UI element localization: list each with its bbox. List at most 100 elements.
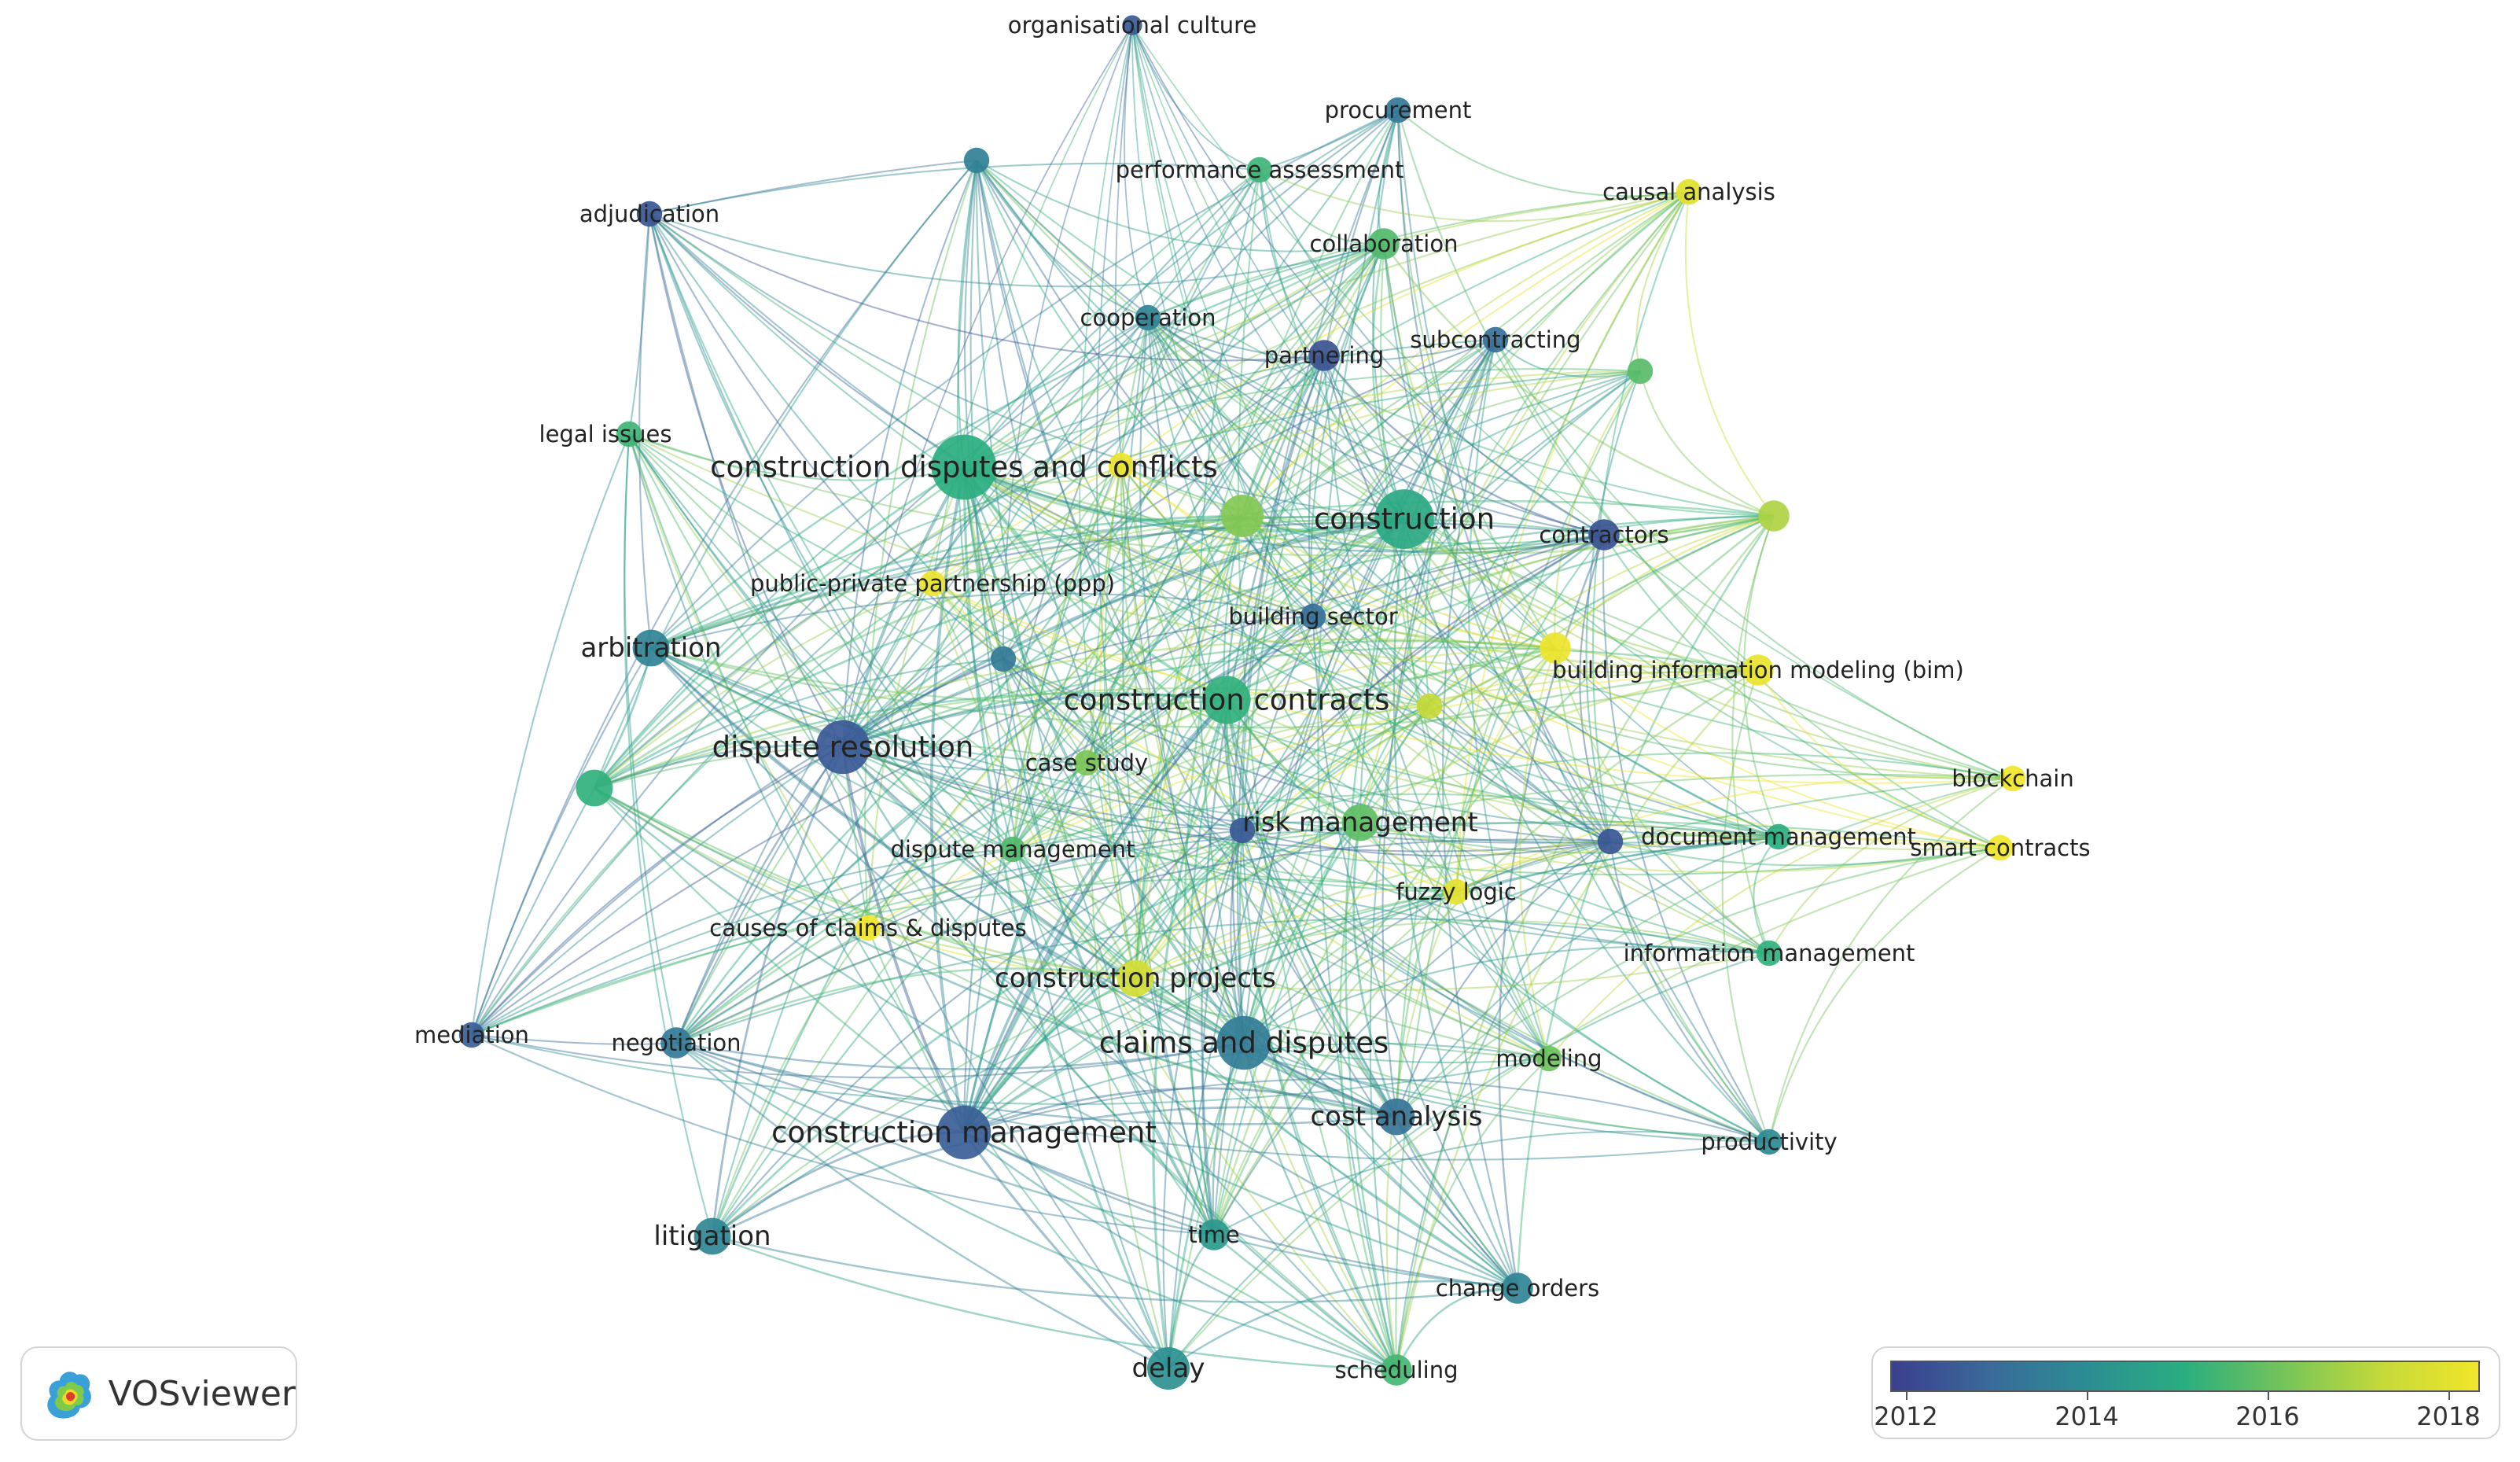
node-causal-analysis[interactable] bbox=[1676, 179, 1702, 205]
node-building-sector[interactable] bbox=[1300, 603, 1326, 630]
label-subcontracting[interactable]: subcontracting bbox=[1410, 326, 1580, 353]
link-subcontracting-cost_analysis bbox=[1381, 339, 1496, 1118]
node-risk-management[interactable] bbox=[1341, 804, 1379, 841]
link-unlabeled_9-change_orders bbox=[594, 787, 1518, 1290]
node-construction[interactable] bbox=[1374, 489, 1434, 549]
node-cooperation[interactable] bbox=[1135, 304, 1161, 331]
label-risk-management[interactable]: risk management bbox=[1242, 807, 1477, 838]
node-legal-issues[interactable] bbox=[616, 421, 642, 447]
node-collaboration[interactable] bbox=[1368, 228, 1400, 260]
node-productivity[interactable] bbox=[1756, 1129, 1782, 1155]
label-construction[interactable]: construction bbox=[1314, 503, 1495, 536]
node-unlabeled-6[interactable] bbox=[990, 646, 1017, 672]
node-unlabeled-1[interactable] bbox=[963, 147, 990, 174]
label-building-information-modeling[interactable]: building information modeling (bim) bbox=[1552, 657, 1964, 683]
node-cost-analysis[interactable] bbox=[1378, 1098, 1415, 1136]
node-partnering[interactable] bbox=[1308, 340, 1340, 371]
label-claims-and-disputes[interactable]: claims and disputes bbox=[1099, 1026, 1389, 1060]
node-unlabeled-9[interactable] bbox=[576, 769, 613, 807]
label-smart-contracts[interactable]: smart contracts bbox=[1910, 834, 2090, 861]
node-information-management[interactable] bbox=[1756, 940, 1782, 967]
node-public-private-partnership[interactable] bbox=[919, 570, 946, 597]
node-causes-of-claims[interactable] bbox=[855, 915, 881, 941]
label-construction-disputes-and-conflicts[interactable]: construction disputes and conflicts bbox=[710, 451, 1218, 484]
label-information-management[interactable]: information management bbox=[1624, 940, 1915, 967]
node-time[interactable] bbox=[1198, 1219, 1230, 1250]
node-change-orders[interactable] bbox=[1502, 1272, 1533, 1304]
label-cooperation[interactable]: cooperation bbox=[1080, 304, 1216, 331]
label-organisational-culture[interactable]: organisational culture bbox=[1008, 12, 1257, 39]
label-change-orders[interactable]: change orders bbox=[1436, 1275, 1599, 1302]
node-construction-projects[interactable] bbox=[1117, 959, 1154, 997]
link-adjudication-document_management bbox=[649, 213, 1779, 838]
label-performance-assessment[interactable]: performance assessment bbox=[1116, 157, 1404, 183]
label-public-private-partnership[interactable]: public-private partnership (ppp) bbox=[750, 570, 1115, 597]
node-construction-management[interactable] bbox=[936, 1105, 991, 1160]
label-case-study[interactable]: case study bbox=[1025, 749, 1148, 776]
label-blockchain[interactable]: blockchain bbox=[1952, 765, 2073, 792]
node-contractors[interactable] bbox=[1588, 519, 1620, 551]
label-scheduling[interactable]: scheduling bbox=[1335, 1357, 1459, 1383]
label-dispute-management[interactable]: dispute management bbox=[890, 836, 1135, 863]
label-procurement[interactable]: procurement bbox=[1325, 97, 1472, 123]
node-performance-assessment[interactable] bbox=[1246, 157, 1273, 183]
node-litigation[interactable] bbox=[693, 1217, 731, 1255]
node-case-study[interactable] bbox=[1073, 749, 1100, 776]
label-building-sector[interactable]: building sector bbox=[1228, 603, 1397, 630]
node-unlabeled-3[interactable] bbox=[1108, 452, 1135, 479]
node-blockchain[interactable] bbox=[1999, 765, 2026, 792]
node-claims-and-disputes[interactable] bbox=[1216, 1015, 1271, 1070]
node-dispute-resolution[interactable] bbox=[815, 720, 870, 775]
node-fuzzy-logic[interactable] bbox=[1443, 878, 1470, 905]
label-negotiation[interactable]: negotiation bbox=[611, 1029, 741, 1056]
label-construction-projects[interactable]: construction projects bbox=[995, 963, 1276, 994]
node-unlabeled-11[interactable] bbox=[1597, 828, 1624, 855]
node-document-management[interactable] bbox=[1765, 823, 1792, 850]
node-smart-contracts[interactable] bbox=[1987, 834, 2014, 861]
node-building-information-modeling[interactable] bbox=[1742, 654, 1774, 686]
label-causes-of-claims[interactable]: causes of claims & disputes bbox=[709, 915, 1026, 941]
label-construction-contracts[interactable]: construction contracts bbox=[1064, 683, 1390, 717]
node-unlabeled-10[interactable] bbox=[1229, 817, 1256, 844]
node-delay[interactable] bbox=[1147, 1347, 1190, 1390]
label-document-management[interactable]: document management bbox=[1641, 823, 1916, 850]
label-delay[interactable]: delay bbox=[1132, 1353, 1205, 1384]
label-mediation[interactable]: mediation bbox=[414, 1022, 529, 1048]
node-modeling[interactable] bbox=[1536, 1045, 1562, 1072]
label-legal-issues[interactable]: legal issues bbox=[539, 421, 672, 447]
label-modeling[interactable]: modeling bbox=[1495, 1045, 1602, 1072]
node-organisational-culture[interactable] bbox=[1122, 15, 1142, 35]
node-unlabeled-7[interactable] bbox=[1540, 632, 1571, 664]
label-adjudication[interactable]: adjudication bbox=[579, 201, 719, 227]
label-cost-analysis[interactable]: cost analysis bbox=[1310, 1101, 1482, 1132]
node-construction-disputes-and-conflicts[interactable] bbox=[931, 434, 997, 500]
node-negotiation[interactable] bbox=[660, 1027, 692, 1059]
label-causal-analysis[interactable]: causal analysis bbox=[1602, 179, 1775, 205]
node-construction-contracts[interactable] bbox=[1202, 676, 1251, 724]
node-adjudication[interactable] bbox=[636, 201, 663, 227]
label-productivity[interactable]: productivity bbox=[1701, 1129, 1837, 1155]
label-litigation[interactable]: litigation bbox=[653, 1221, 771, 1252]
link-procurement-claims_and_disputes bbox=[1236, 109, 1399, 1044]
node-procurement[interactable] bbox=[1385, 97, 1411, 123]
link-performance_assessment-collaboration bbox=[1259, 169, 1385, 245]
label-partnering[interactable]: partnering bbox=[1264, 342, 1384, 369]
label-contractors[interactable]: contractors bbox=[1539, 521, 1668, 548]
node-scheduling[interactable] bbox=[1381, 1354, 1412, 1386]
vosviewer-logo[interactable]: VOSviewer bbox=[20, 1346, 297, 1441]
label-arbitration[interactable]: arbitration bbox=[580, 632, 721, 664]
node-unlabeled-8[interactable] bbox=[1416, 693, 1443, 720]
node-unlabeled-2[interactable] bbox=[1627, 358, 1654, 385]
node-subcontracting[interactable] bbox=[1482, 326, 1509, 353]
node-dispute-management[interactable] bbox=[999, 836, 1026, 863]
node-arbitration[interactable] bbox=[632, 629, 670, 667]
node-unlabeled-5[interactable] bbox=[1758, 500, 1790, 532]
node-mediation[interactable] bbox=[458, 1022, 485, 1048]
node-unlabeled-4[interactable] bbox=[1221, 495, 1264, 537]
label-time[interactable]: time bbox=[1188, 1221, 1240, 1248]
label-construction-management[interactable]: construction management bbox=[771, 1116, 1157, 1150]
label-dispute-resolution[interactable]: dispute resolution bbox=[712, 731, 974, 764]
label-fuzzy-logic[interactable]: fuzzy logic bbox=[1396, 878, 1517, 905]
label-collaboration[interactable]: collaboration bbox=[1310, 230, 1459, 257]
